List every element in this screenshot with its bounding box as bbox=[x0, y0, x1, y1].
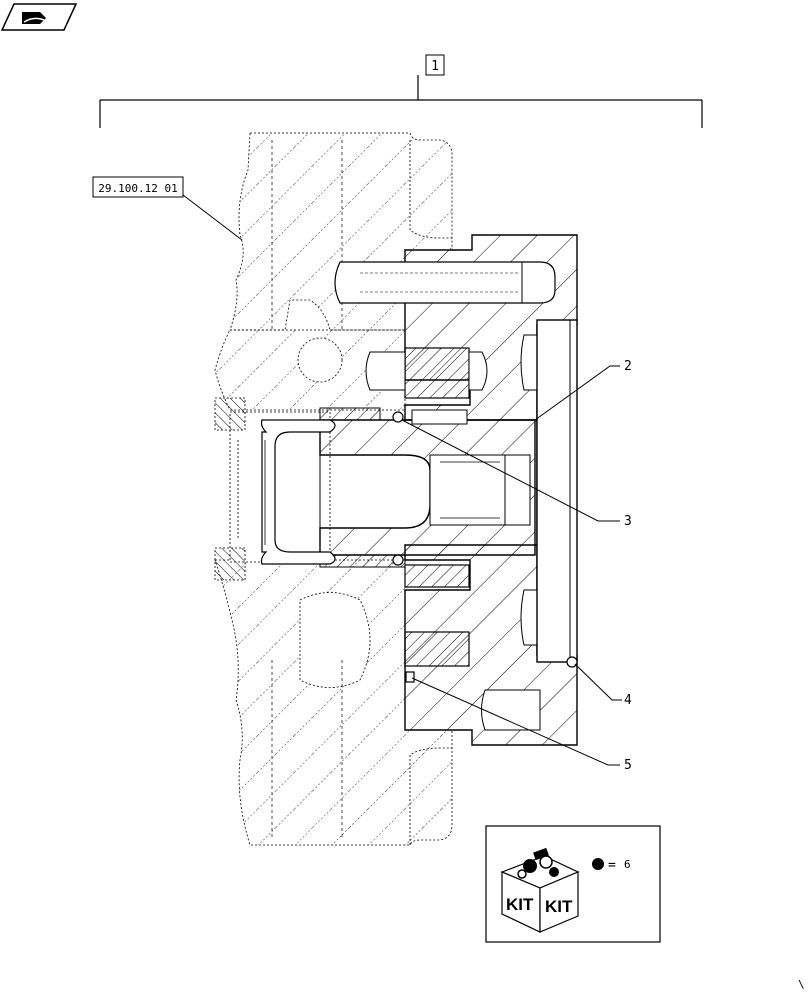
callout-5: 5 bbox=[624, 758, 632, 773]
reference-label-box: 29.100.12 01 bbox=[92, 176, 243, 241]
assembly-bracket bbox=[99, 75, 703, 128]
housing-phantom bbox=[214, 132, 453, 846]
kit-part-number: 6 bbox=[624, 858, 631, 871]
shaft bbox=[260, 407, 536, 568]
kit-equals: = bbox=[608, 858, 616, 873]
corner-mark: \ bbox=[798, 978, 805, 991]
assembly-label: 1 bbox=[431, 59, 439, 74]
assembly-label-box: 1 bbox=[425, 54, 445, 76]
kit-box-icon: KIT KIT bbox=[500, 847, 580, 933]
kit-legend: KIT KIT = 6 bbox=[485, 825, 661, 943]
callout-leaders bbox=[401, 365, 622, 766]
kit-label-right: KIT bbox=[545, 897, 573, 916]
o-rings bbox=[392, 411, 578, 683]
kit-dot-icon bbox=[592, 858, 604, 870]
book-arrow-icon[interactable] bbox=[0, 3, 78, 31]
callout-2: 2 bbox=[624, 359, 632, 374]
kit-label-left: KIT bbox=[506, 895, 534, 914]
reference-label: 29.100.12 01 bbox=[98, 182, 177, 195]
callout-3: 3 bbox=[624, 514, 632, 529]
bearing-sleeves bbox=[365, 347, 488, 667]
callout-4: 4 bbox=[624, 693, 632, 708]
